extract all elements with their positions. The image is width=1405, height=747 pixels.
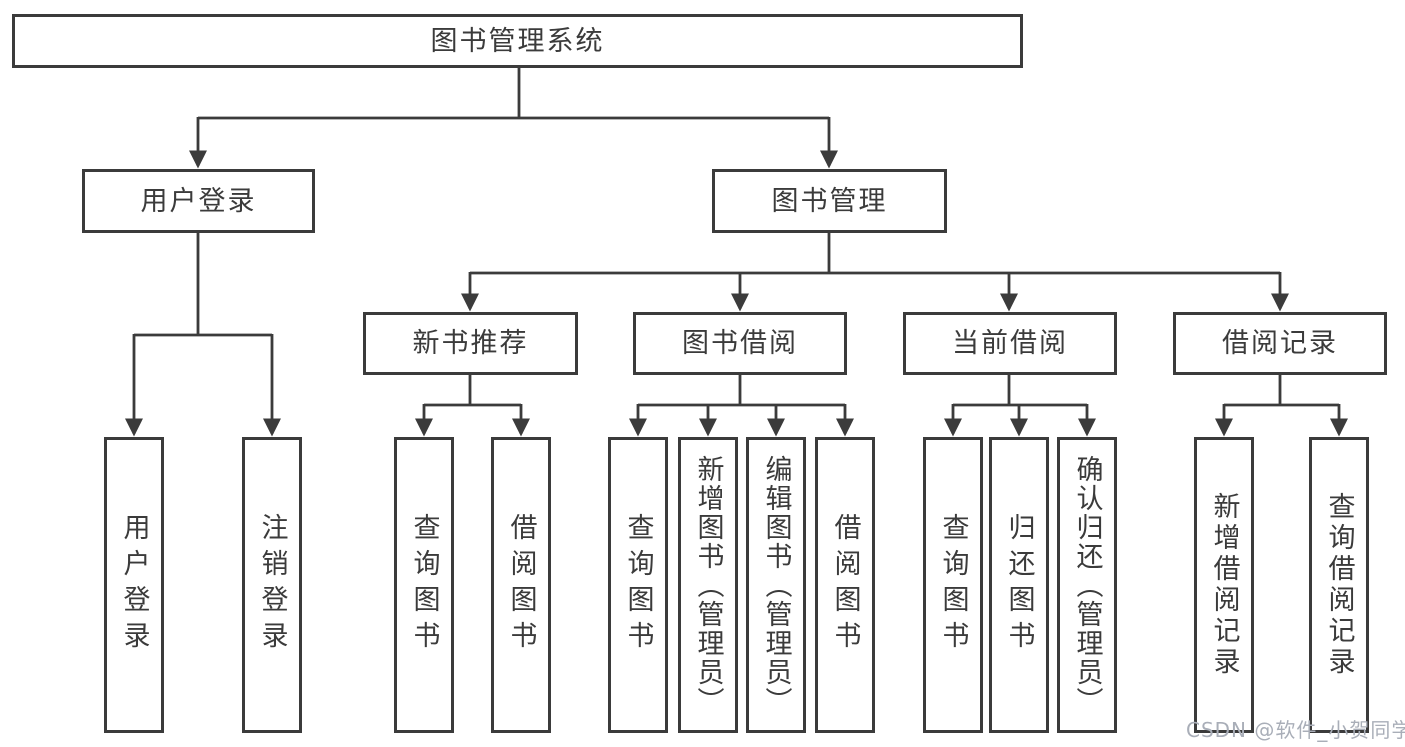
node-borrow-records: 借阅记录 — [1173, 312, 1387, 375]
leaf-label: 注销登录 — [256, 513, 288, 657]
node-new-book-recommendation-label: 新书推荐 — [412, 328, 529, 359]
node-new-book-recommendation: 新书推荐 — [363, 312, 578, 375]
leaf-current-confirm-return-admin: 确认归还（管理员） — [1057, 437, 1117, 733]
leaf-label: 查询图书 — [622, 513, 654, 657]
leaf-label: 新增借阅记录 — [1208, 492, 1240, 678]
leaf-borrow-borrow-books: 借阅图书 — [815, 437, 875, 733]
node-user-login-label: 用户登录 — [140, 185, 257, 217]
leaf-logout: 注销登录 — [242, 437, 302, 733]
node-user-login: 用户登录 — [82, 169, 315, 233]
leaf-label: 借阅图书 — [505, 513, 537, 657]
leaf-label: 编辑图书（管理员） — [760, 454, 792, 716]
node-book-management: 图书管理 — [712, 169, 947, 233]
leaf-label: 借阅图书 — [829, 513, 861, 657]
leaf-label: 归还图书 — [1003, 513, 1035, 657]
leaf-records-add-record: 新增借阅记录 — [1194, 437, 1254, 733]
node-current-borrowing: 当前借阅 — [903, 312, 1117, 375]
leaf-label: 查询借阅记录 — [1323, 492, 1355, 678]
leaf-borrow-edit-book-admin: 编辑图书（管理员） — [746, 437, 806, 733]
leaf-current-query-books: 查询图书 — [923, 437, 983, 733]
leaf-borrow-query-books: 查询图书 — [608, 437, 668, 733]
node-book-borrowing: 图书借阅 — [633, 312, 847, 375]
leaf-label: 查询图书 — [937, 513, 969, 657]
watermark: CSDN @软件_小贺同学 — [1186, 718, 1405, 742]
leaf-label: 新增图书（管理员） — [692, 454, 724, 716]
leaf-user-login: 用户登录 — [104, 437, 164, 733]
node-book-borrowing-label: 图书借阅 — [682, 328, 798, 359]
node-root: 图书管理系统 — [12, 14, 1023, 68]
node-book-management-label: 图书管理 — [771, 185, 888, 217]
node-borrow-records-label: 借阅记录 — [1222, 328, 1338, 359]
leaf-label: 用户登录 — [118, 513, 150, 657]
leaf-recommend-borrow-books: 借阅图书 — [491, 437, 551, 733]
node-root-label: 图书管理系统 — [430, 25, 605, 57]
node-current-borrowing-label: 当前借阅 — [952, 328, 1068, 359]
leaf-borrow-add-book-admin: 新增图书（管理员） — [678, 437, 738, 733]
leaf-recommend-query-books: 查询图书 — [394, 437, 454, 733]
leaf-label: 查询图书 — [408, 513, 440, 657]
leaf-label: 确认归还（管理员） — [1071, 454, 1103, 716]
leaf-current-return-books: 归还图书 — [989, 437, 1049, 733]
leaf-records-query-record: 查询借阅记录 — [1309, 437, 1369, 733]
